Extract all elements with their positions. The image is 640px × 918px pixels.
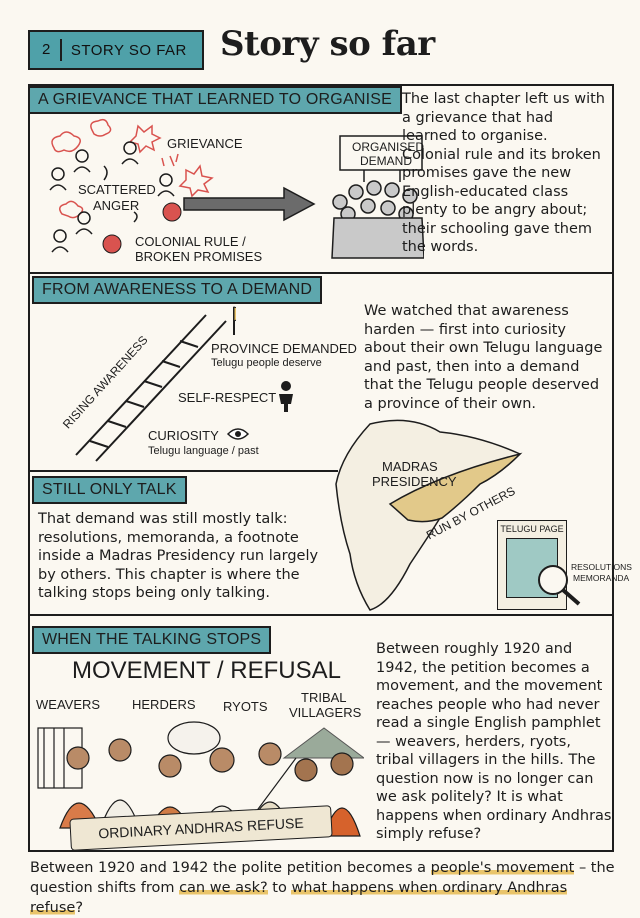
madras-map [335,419,523,611]
section-heading-grievance: A GRIEVANCE THAT LEARNED TO ORGANISE [28,86,402,114]
step-curiosity: CURIOSITY [148,428,219,443]
step-province-sub: Telugu people deserve [211,357,322,369]
label-resolutions: RESOLUTIONS [571,562,632,572]
telugu-page-label: TELUGU PAGE [500,524,564,534]
chapter-tag: STORY SO FAR [70,41,187,59]
anger-bubbles [51,118,214,219]
section2-text: We watched that awareness harden — first… [364,303,603,412]
comic-frame [28,84,614,852]
magnifier-icon [538,565,581,606]
angry-face-icon [162,202,182,222]
label-anger: ANGER [93,198,140,213]
caption-text: to [267,880,292,896]
group-ryots: RYOTS [223,699,268,714]
divider-3 [28,614,614,616]
section1-text: The last chapter left us with a grievanc… [402,91,605,255]
section4-text: Between roughly 1920 and 1942, the petit… [376,641,612,842]
label-colonial-1: COLONIAL RULE / [135,234,246,249]
map-label-madras: MADRAS [382,459,438,474]
scattered-figures [49,141,175,253]
section-heading-awareness: FROM AWARENESS TO A DEMAND [32,276,323,304]
banner-text: ORDINARY ANDHRAS REFUSE [97,814,305,842]
sign-organised: ORGANISED [352,140,425,154]
page-title: Story so far [220,24,435,64]
step-self-respect: SELF-RESPECT [178,390,277,405]
label-colonial-2: BROKEN PROMISES [135,249,263,264]
divider-2 [28,470,338,472]
step-province: PROVINCE DEMANDED [211,341,357,356]
section-heading-talking-stops: WHEN THE TALKING STOPS [32,626,272,654]
page-caption: Between 1920 and 1942 the polite petitio… [30,858,620,918]
map-label-presidency: PRESIDENCY [372,474,457,489]
movement-title: MOVEMENT / REFUSAL [72,657,341,684]
chapter-number: 2 [30,39,62,61]
label-scattered: SCATTERED [78,182,156,197]
group-tribal: TRIBAL [301,690,347,705]
caption-highlight-2: can we ask? [179,880,268,896]
divider-1 [28,272,614,274]
arrow-icon [183,186,316,222]
sign-demand: DEMAND [360,154,413,168]
group-villagers: VILLAGERS [289,705,362,720]
group-herders: HERDERS [132,697,196,712]
andhra-region [388,452,523,523]
eye-icon [226,428,250,440]
flag-icon [233,306,236,322]
caption-text: Between 1920 and 1942 the polite petitio… [30,860,431,876]
label-memoranda: MEMORANDA [573,573,630,583]
person-icon [279,381,293,412]
step-curiosity-sub: Telugu language / past [148,445,259,457]
caption-text: ? [75,900,84,916]
section-heading-still-talk: STILL ONLY TALK [32,476,187,504]
label-grievance: GRIEVANCE [167,136,243,151]
angry-face-icon [102,234,122,254]
caption-text: – the question shifts from [30,860,615,896]
chapter-badge: 2 STORY SO FAR [28,30,204,70]
caption-highlight-1: people's movement [430,860,575,876]
ladder-illustration [75,306,236,462]
group-weavers: WEAVERS [36,697,101,712]
section3-text: That demand was still mostly talk: resol… [38,511,319,601]
organised-crowd [331,135,424,259]
grievance-illustration [49,118,424,259]
